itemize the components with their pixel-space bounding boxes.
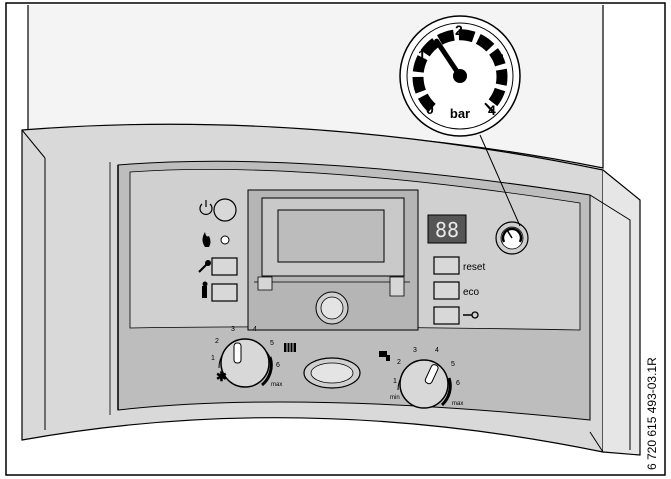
water-scale-min: min (390, 395, 400, 401)
eco-label: eco (463, 287, 480, 298)
eco-button[interactable] (433, 281, 460, 300)
water-scale-2: 2 (397, 359, 401, 366)
water-scale-max: max (452, 401, 463, 407)
heating-scale-4: 4 (253, 326, 257, 333)
gauge-needle (434, 38, 463, 79)
temperature-display (427, 214, 467, 244)
chimney-sweep-icon (202, 281, 208, 298)
heating-scale-max: max (271, 382, 282, 388)
hot-water-temperature-knob[interactable] (397, 359, 452, 409)
power-icon (199, 200, 213, 215)
tap-icon (379, 351, 390, 361)
gauge-tick-4: 4 (488, 102, 496, 118)
water-scale-4: 4 (435, 347, 439, 354)
burner-indicator-light (220, 235, 230, 245)
water-scale-6: 6 (456, 380, 460, 387)
water-scale-5: 5 (451, 361, 455, 368)
wrench-icon (198, 260, 211, 273)
key-lock-button[interactable] (433, 306, 460, 325)
power-button[interactable] (213, 198, 237, 222)
water-scale-1: 1 (393, 378, 397, 385)
display-screen (277, 209, 385, 263)
chimney-sweep-button[interactable] (211, 283, 238, 302)
figure-reference: 6 720 615 493-03.1R (645, 357, 659, 470)
gauge-tick-3: 3 (496, 50, 504, 66)
gauge-tick-0: 0 (426, 101, 434, 117)
heating-scale-6: 6 (276, 362, 280, 369)
heating-temperature-knob[interactable] (218, 338, 273, 388)
gauge-leader-line (479, 134, 521, 227)
reset-label: reset (463, 262, 485, 273)
heating-scale-3: 3 (231, 326, 235, 333)
service-button[interactable] (211, 257, 238, 276)
gauge-tick-1: 1 (418, 47, 426, 63)
flame-icon (202, 232, 211, 247)
gauge-tick-2: 2 (455, 22, 463, 38)
heating-scale-2: 2 (215, 338, 219, 345)
key-icon (463, 311, 479, 319)
heating-scale-1: 1 (211, 355, 215, 362)
reset-button[interactable] (433, 256, 460, 275)
water-scale-3: 3 (413, 347, 417, 354)
gauge-unit: bar (450, 106, 470, 121)
radiator-icon (284, 343, 296, 352)
heating-scale-5: 5 (270, 340, 274, 347)
display-digits: 88 (435, 218, 459, 242)
frost-icon: ✱ (216, 369, 227, 384)
